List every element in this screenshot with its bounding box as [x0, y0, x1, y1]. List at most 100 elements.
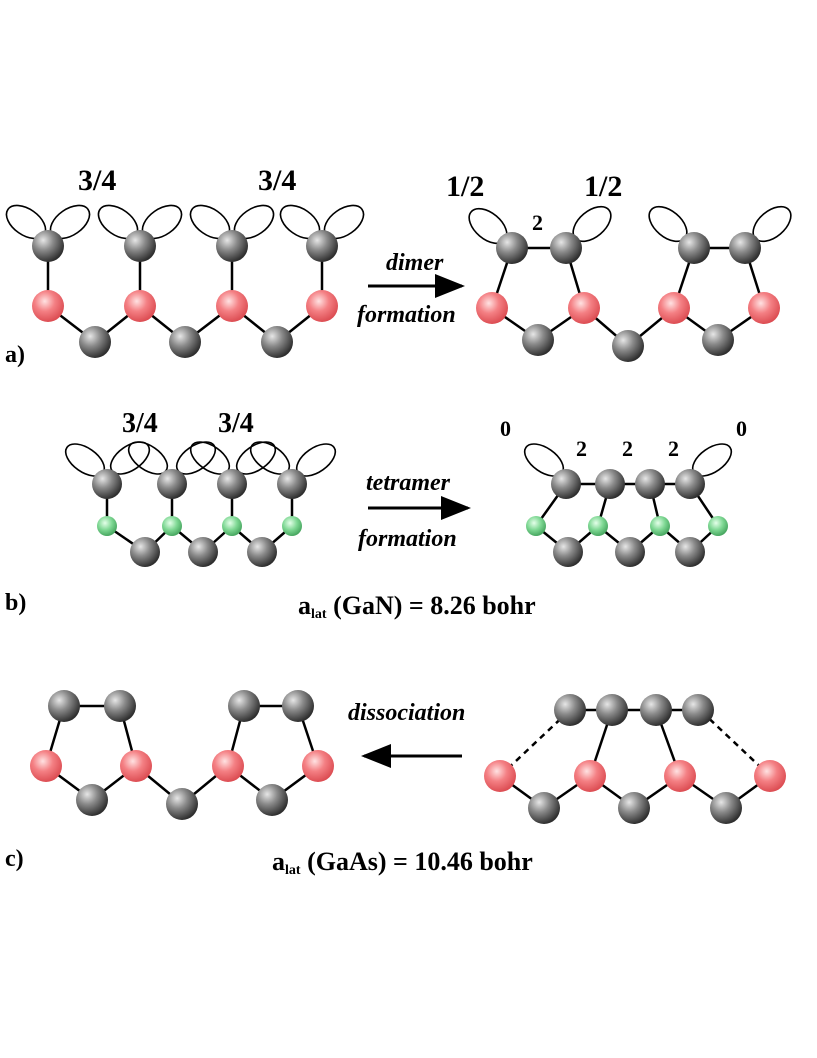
gray-atom — [76, 784, 108, 816]
red-atom — [120, 750, 152, 782]
occupancy-label: 3/4 — [122, 408, 158, 439]
gray-atom — [710, 792, 742, 824]
gray-atom — [48, 690, 80, 722]
arrow-label: dissociation — [348, 700, 465, 726]
gray-atom — [554, 694, 586, 726]
green-atom — [282, 516, 302, 536]
gray-atom — [261, 326, 293, 358]
occupancy-label: 2 — [668, 436, 679, 461]
gray-atom — [528, 792, 560, 824]
gray-atom — [306, 230, 338, 262]
panel-b: 3/4 3/4 tetramer formation 0 — [5, 408, 747, 622]
red-atom — [476, 292, 508, 324]
arrow-label-top: dimer — [386, 250, 444, 276]
gray-atom — [596, 694, 628, 726]
red-atom — [484, 760, 516, 792]
gray-atom — [247, 537, 277, 567]
red-atom — [754, 760, 786, 792]
green-atom — [588, 516, 608, 536]
gray-atom — [32, 230, 64, 262]
red-atom — [748, 292, 780, 324]
occupancy-label: 1/2 — [584, 170, 622, 203]
gray-atom — [79, 326, 111, 358]
red-atom — [302, 750, 334, 782]
gray-atom — [496, 232, 528, 264]
panel-a: 3/4 3/4 dimer formation — [5, 164, 792, 368]
gray-atom — [277, 469, 307, 499]
occupancy-label: 3/4 — [258, 164, 296, 197]
lattice-constant-label: alat (GaN) = 8.26 bohr — [298, 591, 536, 622]
gray-atom — [282, 690, 314, 722]
red-atom — [32, 290, 64, 322]
occupancy-label: 3/4 — [78, 164, 116, 197]
green-atom — [97, 516, 117, 536]
lattice-subscript: lat — [311, 607, 327, 622]
gray-atom — [612, 330, 644, 362]
lattice-constant-label: alat (GaAs) = 10.46 bohr — [272, 847, 533, 878]
lattice-symbol: a — [298, 591, 311, 620]
gray-atom — [682, 694, 714, 726]
gray-atom — [228, 690, 260, 722]
occupancy-label: 2 — [576, 436, 587, 461]
panel-c-left-atoms — [30, 690, 334, 820]
gray-atom — [595, 469, 625, 499]
green-atom — [650, 516, 670, 536]
green-atom — [708, 516, 728, 536]
gray-atom — [188, 537, 218, 567]
arrow-label-top: tetramer — [366, 470, 451, 496]
red-atom — [212, 750, 244, 782]
green-atom — [526, 516, 546, 536]
red-atom — [216, 290, 248, 322]
panel-c-right-atoms — [484, 694, 786, 824]
green-atom — [222, 516, 242, 536]
panel-a-left-atoms — [32, 230, 338, 358]
red-atom — [568, 292, 600, 324]
occupancy-label: 2 — [532, 210, 543, 235]
lattice-value: (GaAs) = 10.46 bohr — [301, 847, 533, 876]
lattice-symbol: a — [272, 847, 285, 876]
occupancy-label: 1/2 — [446, 170, 484, 203]
panel-a-right-atoms — [476, 232, 780, 362]
gray-atom — [92, 469, 122, 499]
panel-b-right-atoms — [526, 469, 728, 567]
gray-atom — [618, 792, 650, 824]
red-atom — [658, 292, 690, 324]
gray-atom — [550, 232, 582, 264]
red-atom — [306, 290, 338, 322]
panel-c: dissociation c) alat (GaAs) = 10.46 bohr — [5, 690, 786, 878]
panel-tag: a) — [5, 342, 25, 368]
gray-atom — [522, 324, 554, 356]
red-atom — [30, 750, 62, 782]
gray-atom — [678, 232, 710, 264]
gray-atom — [166, 788, 198, 820]
gray-atom — [635, 469, 665, 499]
gray-atom — [551, 469, 581, 499]
occupancy-label: 0 — [736, 416, 747, 441]
gray-atom — [256, 784, 288, 816]
gray-atom — [729, 232, 761, 264]
gray-atom — [675, 537, 705, 567]
red-atom — [574, 760, 606, 792]
gray-atom — [702, 324, 734, 356]
panel-tag: c) — [5, 846, 24, 872]
gray-atom — [615, 537, 645, 567]
occupancy-label: 3/4 — [218, 408, 254, 439]
occupancy-label: 2 — [622, 436, 633, 461]
red-atom — [124, 290, 156, 322]
panel-b-left-atoms — [92, 469, 307, 567]
panel-tag: b) — [5, 590, 26, 616]
gray-atom — [157, 469, 187, 499]
gray-atom — [217, 469, 247, 499]
red-atom — [664, 760, 696, 792]
occupancy-label: 0 — [500, 416, 511, 441]
gray-atom — [104, 690, 136, 722]
lattice-subscript: lat — [285, 863, 301, 878]
gray-atom — [124, 230, 156, 262]
lattice-value: (GaN) = 8.26 bohr — [327, 591, 536, 620]
gray-atom — [675, 469, 705, 499]
arrow-label-bottom: formation — [358, 526, 457, 552]
arrow-label-bottom: formation — [357, 302, 456, 328]
gray-atom — [169, 326, 201, 358]
green-atom — [162, 516, 182, 536]
